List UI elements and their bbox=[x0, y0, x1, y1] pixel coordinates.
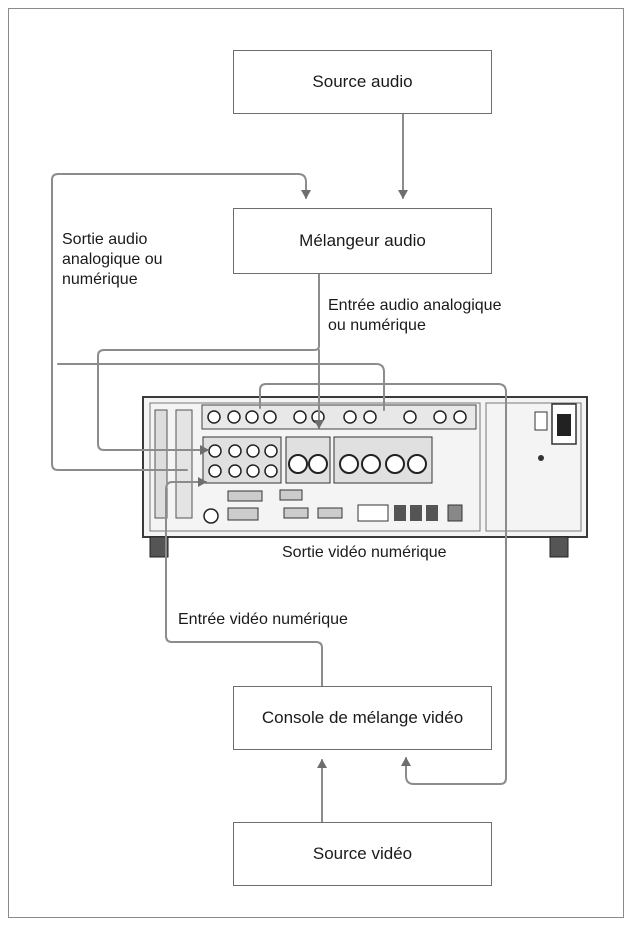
audio-source-box: Source audio bbox=[233, 50, 492, 114]
label-video-input: Entrée vidéo numérique bbox=[178, 611, 348, 628]
video-source-box: Source vidéo bbox=[233, 822, 492, 886]
audio-mixer-box: Mélangeur audio bbox=[233, 208, 492, 274]
line-video-out-to-console bbox=[259, 383, 507, 785]
line-mixer-to-audio-in bbox=[97, 273, 320, 455]
label-audio-output: Sortie audio analogique ou numérique bbox=[62, 231, 163, 288]
line-console-to-video-in bbox=[165, 481, 323, 687]
line-audio-in-loop bbox=[57, 363, 385, 411]
line-audio-out-to-mixer bbox=[51, 173, 311, 471]
label-video-output: Sortie vidéo numérique bbox=[282, 544, 447, 561]
label-audio-input: Entrée audio analogique ou numérique bbox=[328, 297, 502, 334]
diagram-frame bbox=[8, 8, 624, 918]
vtr-device-rear-panel bbox=[142, 396, 588, 558]
video-console-box: Console de mélange vidéo bbox=[233, 686, 492, 750]
